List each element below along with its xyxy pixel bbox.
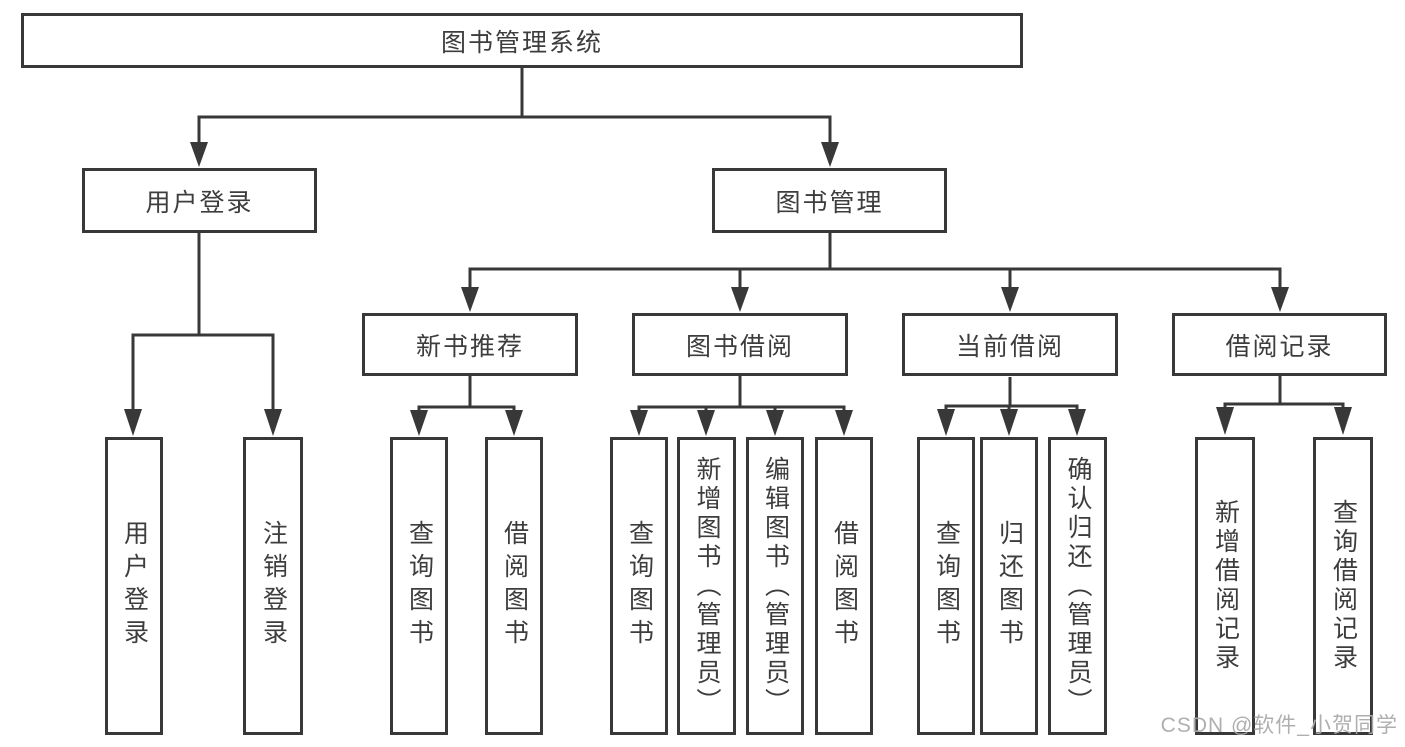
node-leaf-return-books: 归还图书: [980, 437, 1038, 735]
node-leaf-query-books-current: 查询图书: [917, 437, 975, 735]
csdn-watermark: CSDN @软件_小贺同学: [1160, 714, 1398, 737]
node-leaf-add-borrow-record: 新增借阅记录: [1195, 437, 1255, 735]
node-borrowing-records: 借阅记录: [1172, 313, 1387, 376]
node-leaf-query-books-borrowing: 查询图书: [610, 437, 668, 735]
node-leaf-add-books-admin-label: 新增图书（管理员）: [693, 455, 721, 717]
node-leaf-user-login: 用户登录: [105, 437, 163, 735]
node-leaf-add-borrow-record-label: 新增借阅记录: [1211, 499, 1240, 673]
node-leaf-return-books-label: 归还图书: [995, 520, 1024, 652]
node-leaf-edit-books-admin: 编辑图书（管理员）: [746, 437, 804, 735]
node-book-management-label: 图书管理: [775, 188, 884, 217]
node-root: 图书管理系统: [21, 13, 1023, 68]
node-book-borrowing-label: 图书借阅: [685, 332, 794, 361]
node-leaf-borrow-books-recommend: 借阅图书: [485, 437, 543, 735]
node-current-borrowing-label: 当前借阅: [955, 332, 1064, 361]
node-new-book-recommend-label: 新书推荐: [415, 332, 524, 361]
node-leaf-user-login-label: 用户登录: [120, 520, 149, 652]
node-book-borrowing: 图书借阅: [632, 313, 848, 376]
node-borrowing-records-label: 借阅记录: [1225, 332, 1334, 361]
node-leaf-confirm-return-admin-label: 确认归还（管理员）: [1064, 455, 1092, 717]
node-leaf-query-books-borrowing-label: 查询图书: [625, 520, 654, 652]
node-leaf-borrow-books-borrowing: 借阅图书: [815, 437, 873, 735]
node-leaf-query-books-recommend: 查询图书: [390, 437, 448, 735]
node-leaf-add-books-admin: 新增图书（管理员）: [677, 437, 736, 735]
node-leaf-logout: 注销登录: [243, 437, 303, 735]
node-leaf-query-borrow-record-label: 查询借阅记录: [1329, 499, 1358, 673]
node-user-login: 用户登录: [82, 168, 317, 233]
node-current-borrowing: 当前借阅: [902, 313, 1118, 376]
node-leaf-logout-label: 注销登录: [259, 520, 288, 652]
node-leaf-confirm-return-admin: 确认归还（管理员）: [1048, 437, 1107, 735]
node-leaf-query-books-recommend-label: 查询图书: [405, 520, 434, 652]
node-user-login-label: 用户登录: [145, 188, 254, 217]
node-leaf-edit-books-admin-label: 编辑图书（管理员）: [761, 455, 790, 717]
node-leaf-borrow-books-borrowing-label: 借阅图书: [830, 520, 859, 652]
node-leaf-borrow-books-recommend-label: 借阅图书: [500, 520, 529, 652]
node-root-label: 图书管理系统: [440, 28, 603, 57]
node-book-management: 图书管理: [712, 168, 947, 233]
node-leaf-query-books-current-label: 查询图书: [932, 520, 961, 652]
node-new-book-recommend: 新书推荐: [362, 313, 578, 376]
node-leaf-query-borrow-record: 查询借阅记录: [1313, 437, 1373, 735]
